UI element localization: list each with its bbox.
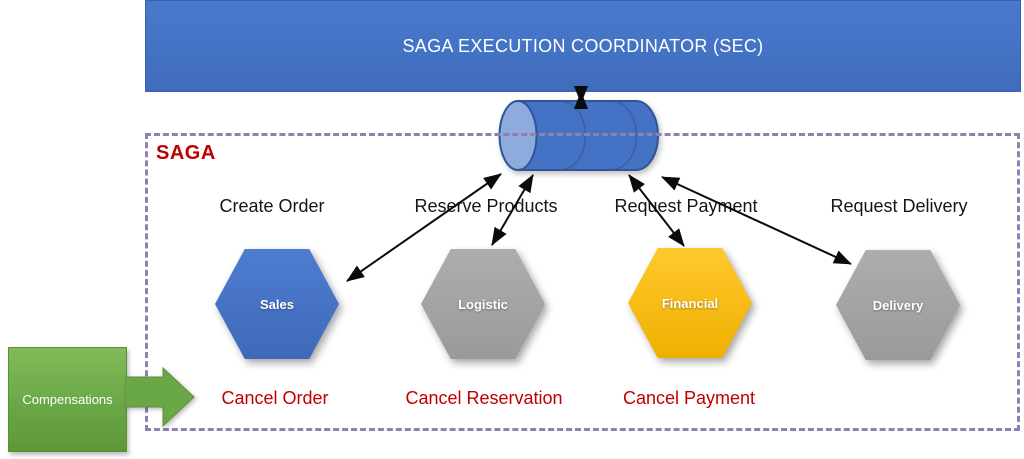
hexagon-logistic-label: Logistic (458, 296, 508, 312)
hexagon-logistic: Logistic (421, 249, 545, 359)
compensations-label: Compensations (22, 392, 113, 407)
hexagon-financial-label: Financial (661, 295, 719, 311)
hexagon-sales-label: Sales (260, 296, 294, 312)
cancel-label-order: Cancel Order (221, 388, 329, 408)
saga-container-label: SAGA (156, 142, 216, 164)
action-label-request-payment: Request Payment (614, 196, 758, 216)
sec-coordinator-title: SAGA EXECUTION COORDINATOR (SEC) (402, 35, 764, 56)
action-label-create-order: Create Order (219, 196, 325, 216)
cylinder-graphic (498, 100, 659, 171)
event-log-cylinder-icon (497, 98, 661, 173)
hexagon-delivery-label: Delivery (872, 297, 924, 313)
hexagon-financial: Financial (628, 248, 752, 358)
sec-coordinator-box: SAGA EXECUTION COORDINATOR (SEC) (145, 0, 1021, 92)
hexagon-delivery: Delivery (836, 250, 960, 360)
cancel-label-payment: Cancel Payment (622, 388, 756, 408)
compensations-arrow-icon (124, 365, 197, 429)
action-label-request-delivery: Request Delivery (830, 196, 968, 216)
compensations-box: Compensations (8, 347, 127, 452)
hexagon-sales: Sales (215, 249, 339, 359)
action-label-reserve-products: Reserve Products (414, 196, 558, 216)
cancel-label-reservation: Cancel Reservation (405, 388, 563, 408)
